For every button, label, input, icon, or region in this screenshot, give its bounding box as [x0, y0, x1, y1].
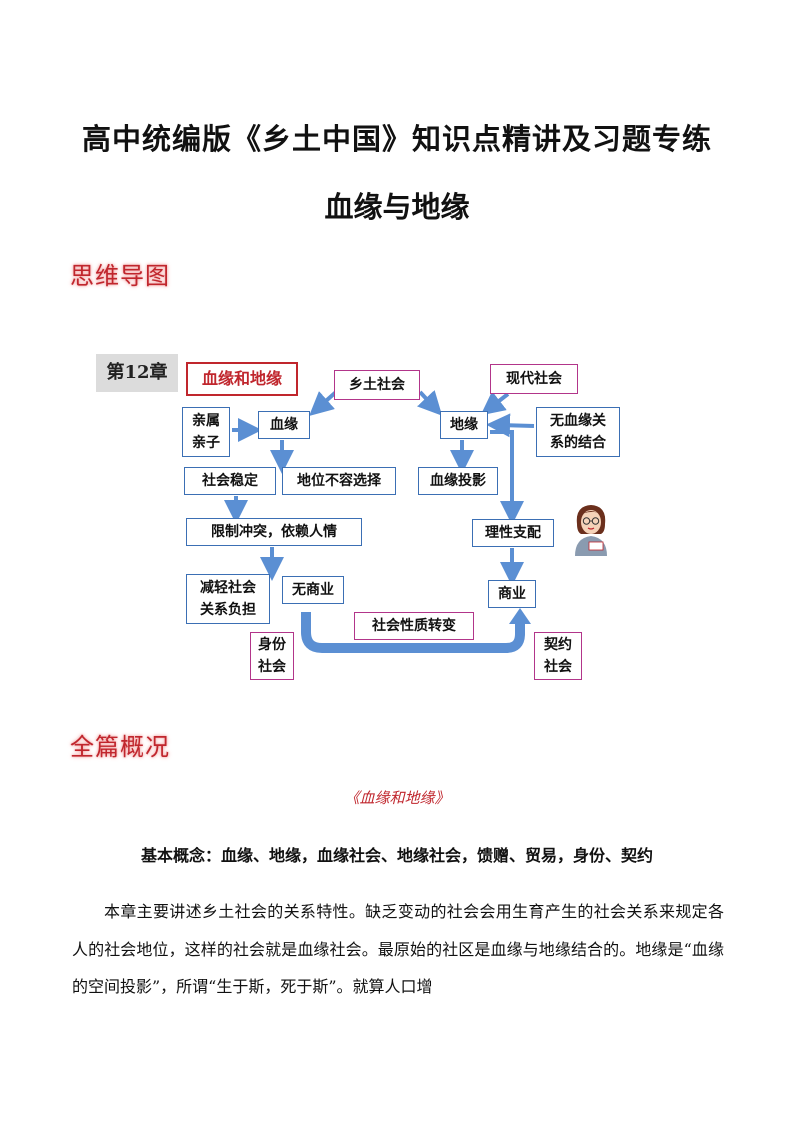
document-subtitle: 血缘与地缘 — [324, 190, 470, 224]
node-social-stability: 社会稳定 — [184, 467, 276, 495]
node-rural-society: 乡土社会 — [334, 370, 420, 400]
node-blood-projection: 血缘投影 — [418, 467, 498, 495]
node-rational-rule: 理性支配 — [472, 519, 554, 547]
arrow-transformation-head — [509, 608, 531, 624]
article-title: 《血缘和地缘》 — [344, 789, 450, 807]
basic-concepts: 基本概念：血缘、地缘，血缘社会、地缘社会，馈赠、贸易，身份、契约 — [140, 846, 653, 865]
overview-paragraph: 本章主要讲述乡土社会的关系特性。缺乏变动的社会会用生育产生的社会关系来规定各人的… — [72, 902, 724, 996]
node-status-fixed: 地位不容选择 — [282, 467, 396, 495]
node-blood-ties: 血缘 — [258, 411, 310, 439]
node-limit-conflict: 限制冲突，依赖人情 — [186, 518, 362, 546]
arrow-wuxueyuan-to-diyuan — [486, 413, 535, 438]
teacher-avatar-icon — [575, 505, 607, 556]
node-modern-society: 现代社会 — [490, 364, 578, 394]
chapter-tag: 第12章 — [96, 354, 178, 392]
arrow-xiandai-to-diyuan — [480, 391, 510, 416]
arrow-xiangtu-to-diyuan — [417, 390, 443, 416]
node-non-blood-union: 无血缘关 系的结合 — [536, 407, 620, 457]
chapter-title-box: 血缘和地缘 — [186, 362, 298, 396]
node-contract-society: 契约 社会 — [534, 632, 582, 680]
node-reduce-burden: 减轻社会 关系负担 — [186, 574, 270, 624]
node-society-transformation: 社会性质转变 — [354, 612, 474, 640]
overview-section-heading: 全篇概况 — [70, 733, 170, 761]
node-kinship: 亲属 亲子 — [182, 407, 230, 457]
mindmap-section-heading: 思维导图 — [70, 262, 170, 290]
node-no-commerce: 无商业 — [282, 576, 344, 604]
node-status-society: 身份 社会 — [250, 632, 294, 680]
node-commerce: 商业 — [488, 580, 536, 608]
node-geo-ties: 地缘 — [440, 411, 488, 439]
document-title: 高中统编版《乡土中国》知识点精讲及习题专练 — [81, 122, 712, 156]
